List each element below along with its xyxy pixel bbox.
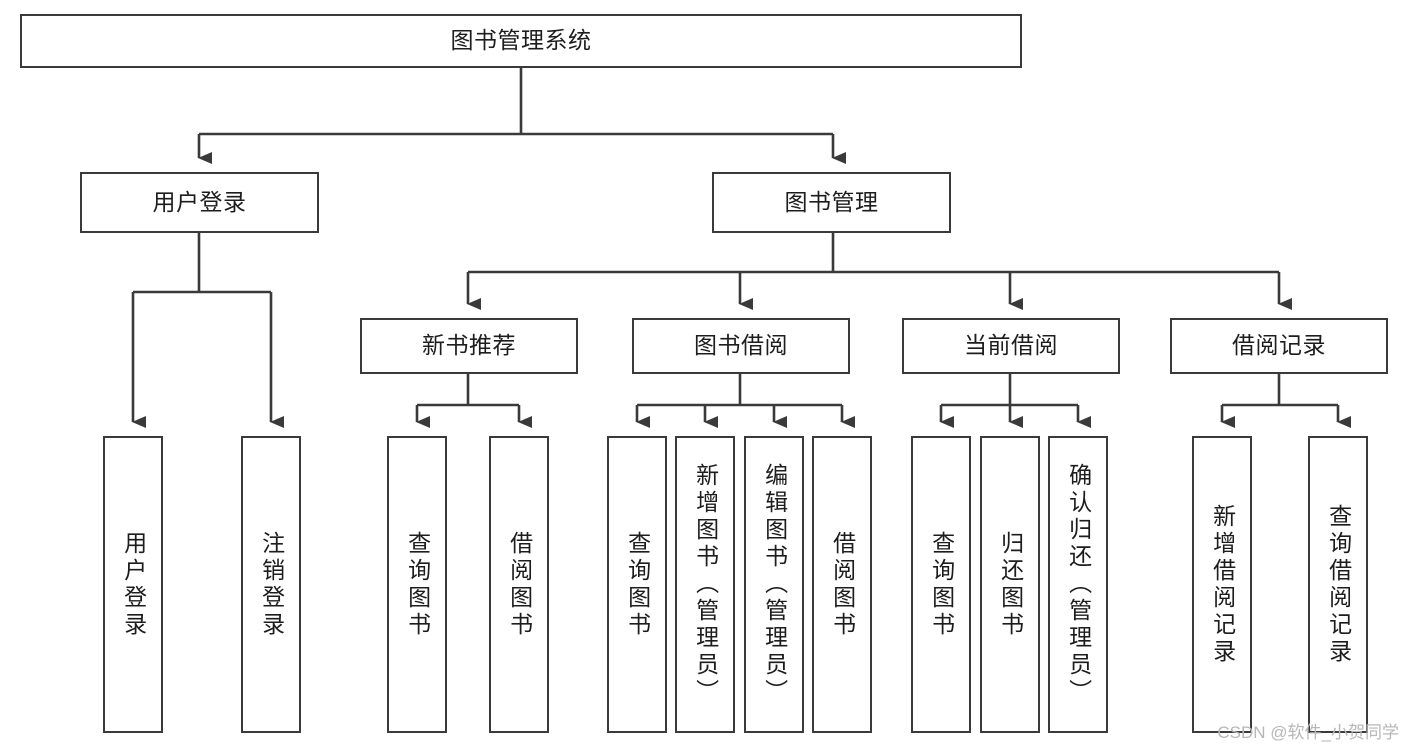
edges-bookborrow-to-leaves: [635, 374, 855, 428]
edges-bookmgmt-to-level3: [466, 233, 1292, 310]
node-leaf-confirm-return[interactable]: 确认归还（管理员）: [1048, 436, 1108, 733]
node-leaf-user-login[interactable]: 用户登录: [103, 436, 163, 733]
node-leaf-add-record[interactable]: 新增借阅记录: [1192, 436, 1252, 733]
node-leaf-query-book-3-label: 查询图书: [928, 530, 955, 639]
node-user-login[interactable]: 用户登录: [80, 172, 319, 233]
edges-borrowrecord-to-leaves: [1220, 374, 1351, 428]
node-new-book-recommend[interactable]: 新书推荐: [360, 318, 578, 374]
node-leaf-borrow-book-2[interactable]: 借阅图书: [812, 436, 872, 733]
node-leaf-query-book-3[interactable]: 查询图书: [911, 436, 971, 733]
node-leaf-query-book-2[interactable]: 查询图书: [607, 436, 667, 733]
node-leaf-user-login-label: 用户登录: [120, 530, 147, 639]
node-leaf-query-book-1-label: 查询图书: [404, 530, 431, 639]
node-root[interactable]: 图书管理系统: [20, 14, 1022, 68]
node-book-management-label: 图书管理: [784, 188, 879, 215]
node-leaf-edit-book[interactable]: 编辑图书（管理员）: [744, 436, 804, 733]
node-leaf-query-book-1[interactable]: 查询图书: [387, 436, 447, 733]
node-leaf-query-book-2-label: 查询图书: [624, 530, 651, 639]
node-leaf-logout-login-label: 注销登录: [258, 530, 285, 639]
edges-root-to-level2: [197, 68, 846, 164]
node-leaf-logout-login[interactable]: 注销登录: [241, 436, 301, 733]
node-leaf-confirm-return-label: 确认归还（管理员）: [1065, 463, 1092, 706]
edges-newbook-to-leaves: [415, 374, 532, 428]
node-user-login-label: 用户登录: [152, 188, 247, 215]
node-book-management[interactable]: 图书管理: [712, 172, 951, 233]
node-leaf-edit-book-label: 编辑图书（管理员）: [761, 463, 788, 706]
node-borrow-record-label: 借阅记录: [1232, 332, 1326, 359]
node-current-borrow-label: 当前借阅: [964, 332, 1058, 359]
edges-currentborrow-to-leaves: [939, 374, 1091, 428]
node-leaf-return-book-label: 归还图书: [997, 530, 1024, 639]
node-leaf-query-record-label: 查询借阅记录: [1325, 503, 1352, 666]
node-leaf-add-book[interactable]: 新增图书（管理员）: [675, 436, 735, 733]
edges-userlogin-to-leaves: [131, 233, 284, 428]
node-current-borrow[interactable]: 当前借阅: [902, 318, 1120, 374]
node-leaf-borrow-book-1-label: 借阅图书: [506, 530, 533, 639]
node-borrow-record[interactable]: 借阅记录: [1170, 318, 1388, 374]
node-book-borrow-label: 图书借阅: [694, 332, 788, 359]
node-leaf-borrow-book-1[interactable]: 借阅图书: [489, 436, 549, 733]
node-book-borrow[interactable]: 图书借阅: [632, 318, 850, 374]
node-leaf-add-book-label: 新增图书（管理员）: [692, 463, 719, 706]
node-new-book-recommend-label: 新书推荐: [422, 332, 516, 359]
node-leaf-return-book[interactable]: 归还图书: [980, 436, 1040, 733]
node-root-label: 图书管理系统: [450, 27, 592, 54]
node-leaf-borrow-book-2-label: 借阅图书: [829, 530, 856, 639]
watermark-text: CSDN @软件_小贺同学: [1217, 723, 1399, 742]
node-leaf-query-record[interactable]: 查询借阅记录: [1308, 436, 1368, 733]
node-leaf-add-record-label: 新增借阅记录: [1209, 503, 1236, 666]
